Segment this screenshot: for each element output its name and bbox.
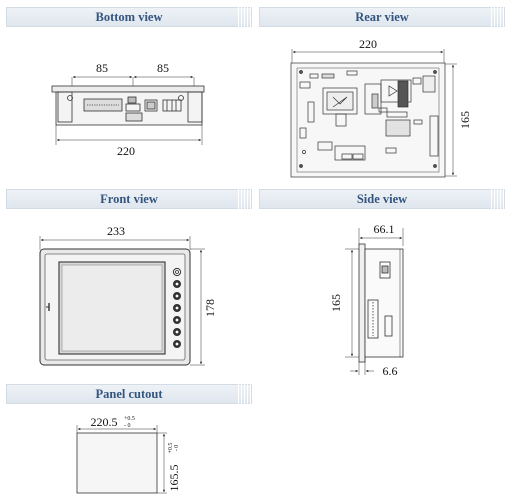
cutout-width-tol-plus: +0.5 — [124, 416, 135, 422]
front-view-title: Front view — [100, 192, 158, 206]
rear-view-title: Rear view — [355, 10, 409, 24]
side-view-title: Side view — [356, 192, 408, 206]
cutout-height-tol-plus: +0.5 — [168, 443, 174, 454]
rear-dim-width: 220 — [359, 37, 377, 51]
bottom-dim-left: 85 — [96, 61, 108, 75]
side-dim-flange: 6.6 — [383, 364, 398, 378]
front-dim-height: 178 — [203, 299, 217, 317]
cutout-width-tol-minus: - 0 — [124, 423, 131, 429]
side-view-drawing — [345, 228, 404, 375]
front-view-drawing — [39, 236, 205, 366]
cutout-dim-height: 165.5 — [167, 465, 181, 492]
side-view-header: Side view — [259, 189, 505, 209]
bottom-dim-right: 85 — [157, 61, 169, 75]
side-dim-depth: 66.1 — [374, 222, 395, 236]
bottom-view-title: Bottom view — [95, 10, 163, 24]
panel-cutout-title: Panel cutout — [95, 387, 163, 401]
panel-cutout-drawing — [76, 425, 167, 494]
rear-dim-height: 165 — [458, 111, 472, 129]
panel-cutout-header: Panel cutout — [6, 384, 252, 404]
bottom-view-drawing — [51, 75, 205, 145]
cutout-height-tol-minus: - 0 — [174, 445, 180, 452]
cutout-dim-width: 220.5 — [91, 415, 118, 429]
side-dim-height: 165 — [329, 294, 343, 312]
bottom-view-header: Bottom view — [6, 7, 252, 27]
bottom-dim-width: 220 — [117, 144, 135, 158]
rear-view-drawing — [290, 49, 457, 178]
front-dim-width: 233 — [107, 224, 125, 238]
rear-view-header: Rear view — [259, 7, 505, 27]
front-view-header: Front view — [6, 189, 252, 209]
